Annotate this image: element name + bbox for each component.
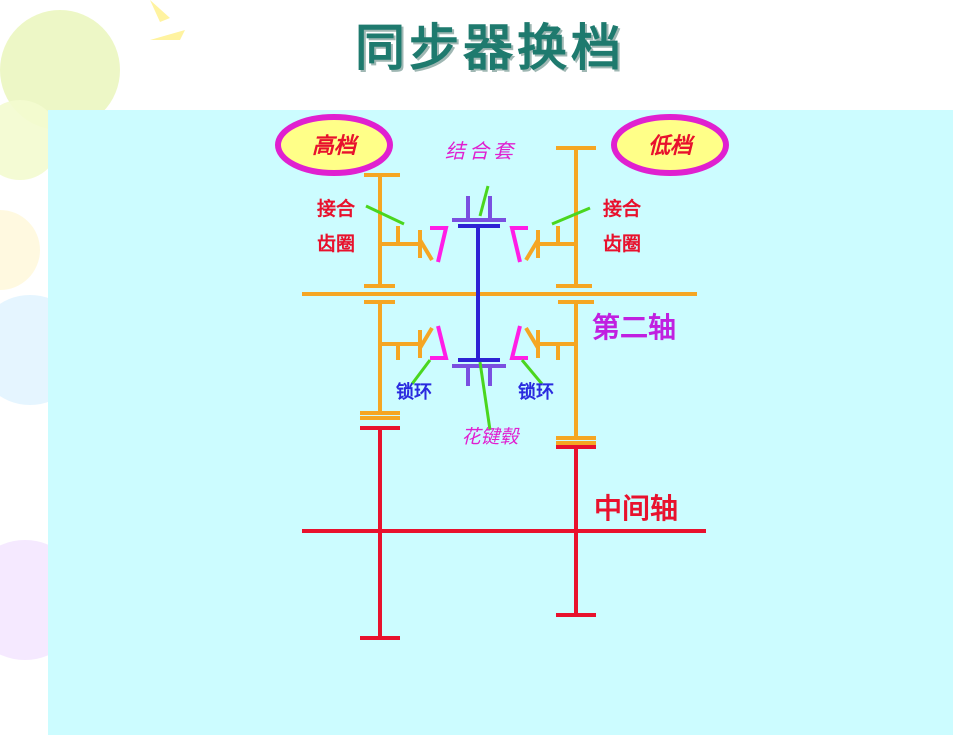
left-ring-gear-teeth <box>380 226 434 262</box>
page-title: 同步器换档 <box>355 19 625 77</box>
left-gear <box>360 173 400 420</box>
low-gear-label: 低档 <box>648 133 696 159</box>
right-lower-gear-teeth <box>524 326 576 360</box>
spline-hub-label: 花键毂 <box>461 426 520 448</box>
second-shaft-label: 第二轴 <box>592 311 676 344</box>
high-gear-label: 高档 <box>312 133 360 159</box>
left-lower-gear-teeth <box>380 326 434 360</box>
sleeve-label: 结合套 <box>445 139 517 163</box>
lock-rings <box>430 226 528 360</box>
ring-gear-left-label-1: 接合 <box>317 197 356 220</box>
ring-gear-right-label-2: 齿圈 <box>603 233 641 255</box>
sleeve-and-hub <box>458 224 500 362</box>
lock-ring-left-label: 锁环 <box>396 381 432 403</box>
sleeve-teeth <box>452 196 506 386</box>
countershaft <box>302 426 706 640</box>
leader-lines <box>365 185 591 431</box>
lock-ring-right-label: 锁环 <box>518 381 554 403</box>
right-gear <box>556 146 596 445</box>
low-gear-ellipse <box>611 114 729 176</box>
ring-gear-right-label-1: 接合 <box>603 197 642 220</box>
right-ring-gear-teeth <box>524 226 576 262</box>
countershaft-label: 中间轴 <box>594 492 678 525</box>
ring-gear-left-label-2: 齿圈 <box>317 233 355 255</box>
diagram-panel <box>48 110 953 735</box>
high-gear-ellipse <box>275 114 393 176</box>
